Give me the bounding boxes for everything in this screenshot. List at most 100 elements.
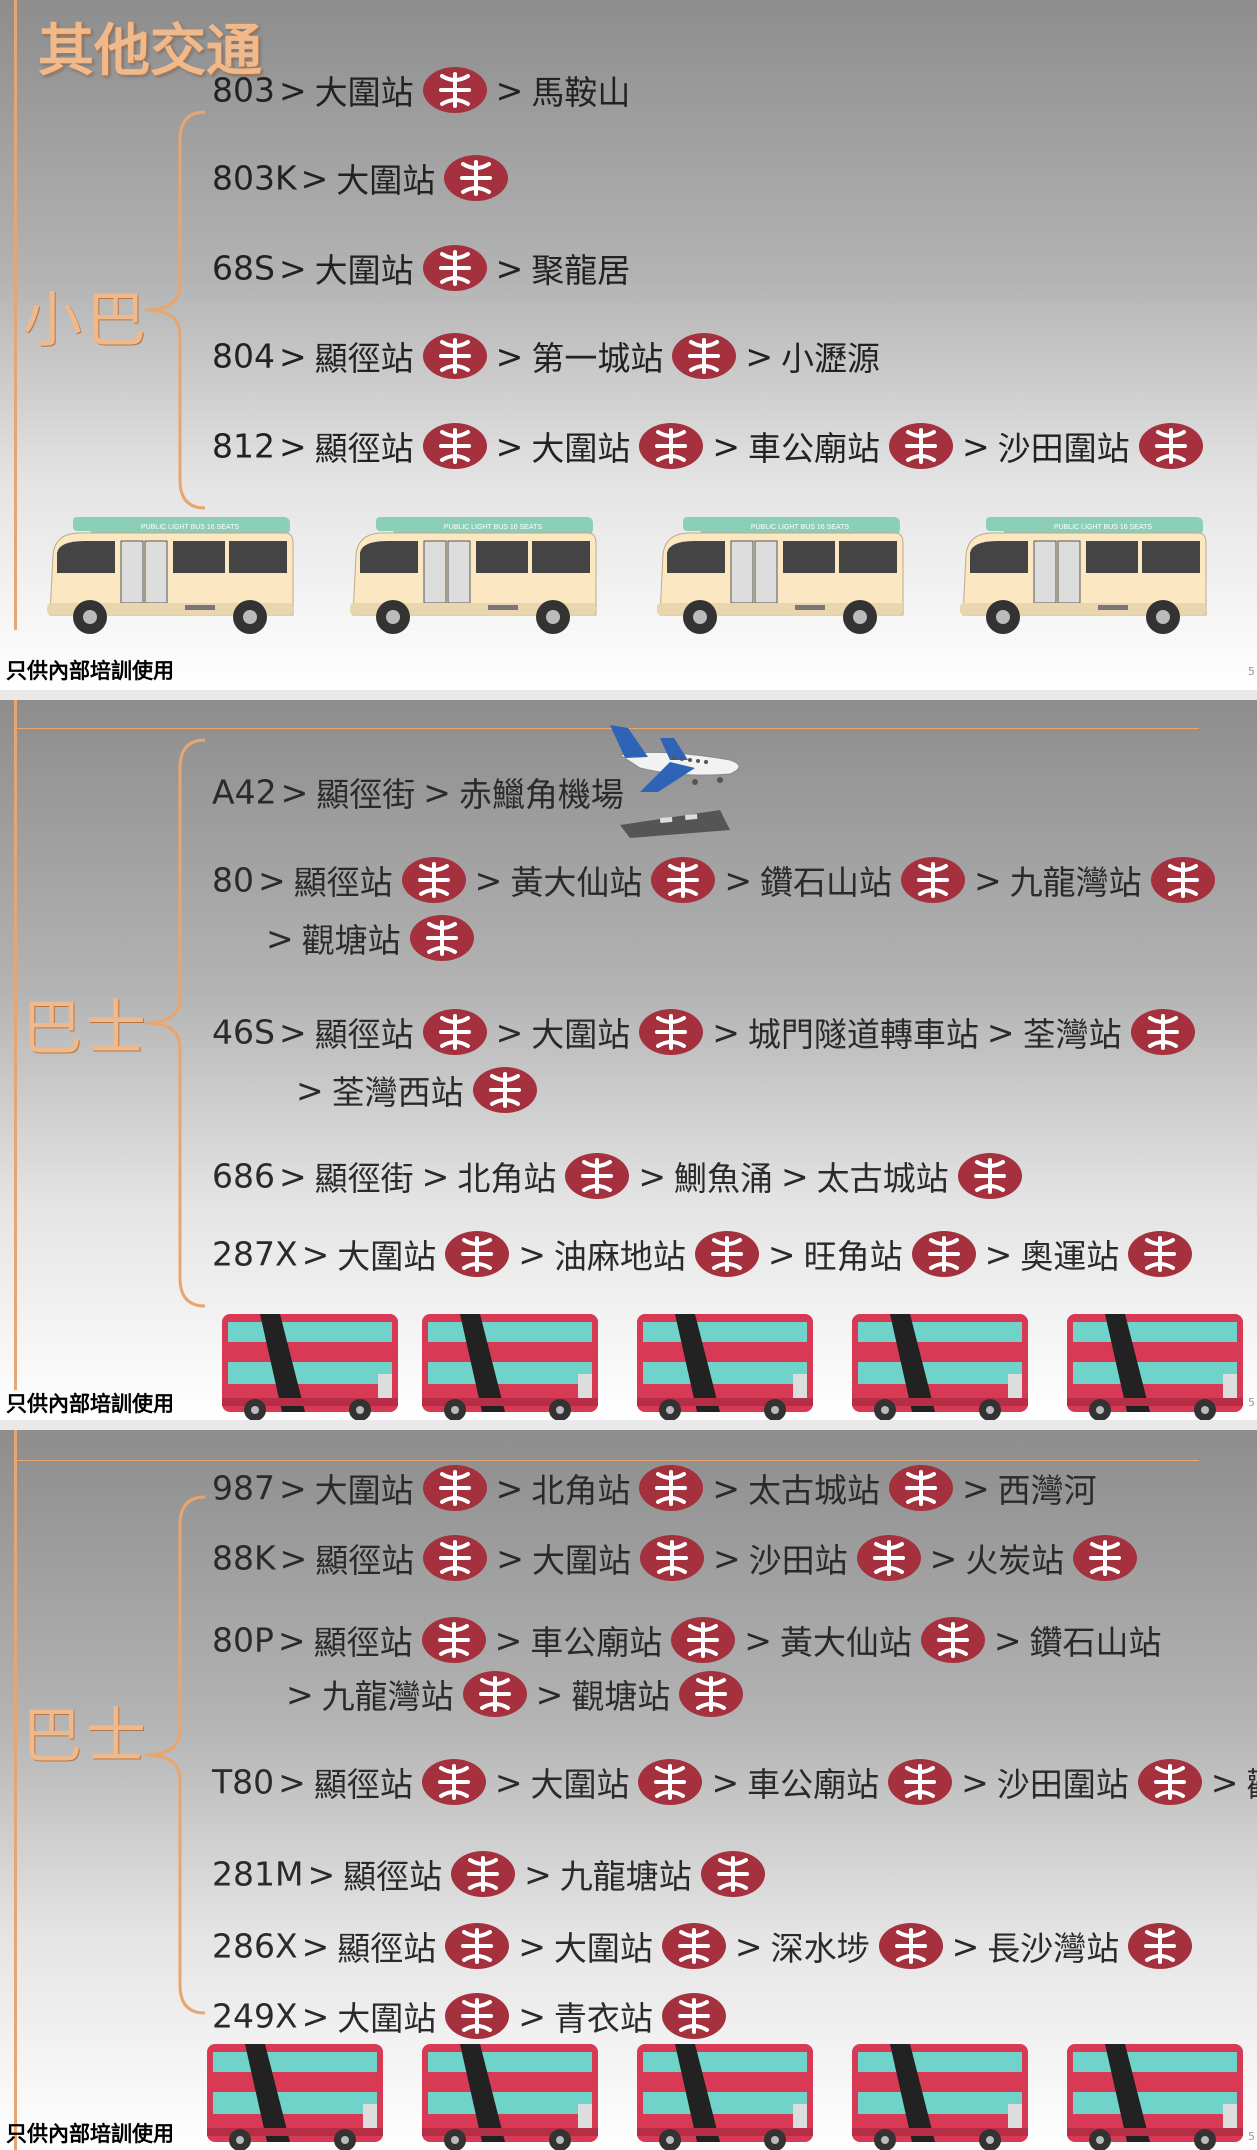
route-arrow: > bbox=[712, 1468, 740, 1508]
mtr-logo-icon bbox=[900, 857, 965, 903]
route-stop: 大圍站 bbox=[531, 429, 631, 468]
route-row: >九龍灣站>觀塘站 bbox=[282, 1670, 748, 1718]
mtr-logo-icon bbox=[422, 67, 487, 113]
route-stop: 顯徑站 bbox=[315, 1541, 415, 1580]
double-decker-bus-icon bbox=[220, 1312, 400, 1420]
route-arrow: > bbox=[494, 1762, 523, 1802]
mtr-logo-icon bbox=[671, 1617, 736, 1663]
double-decker-bus-icon bbox=[420, 1312, 600, 1420]
mtr-logo-icon bbox=[639, 1535, 704, 1581]
mtr-logo-icon bbox=[639, 1009, 704, 1055]
mtr-logo-icon bbox=[700, 1851, 765, 1897]
route-stop: 觀塘 bbox=[1246, 1765, 1257, 1804]
route-stop: 顯徑街 bbox=[314, 1159, 414, 1198]
route-arrow: > bbox=[734, 1926, 763, 1966]
route-stop: 荃灣站 bbox=[1022, 1015, 1122, 1054]
route-stop: 大圍站 bbox=[314, 73, 414, 112]
mtr-logo-icon bbox=[920, 1617, 985, 1663]
slide-top-rule bbox=[14, 1460, 1199, 1461]
mtr-logo-icon bbox=[638, 1759, 703, 1805]
route-arrow: > bbox=[712, 426, 740, 466]
route-number: 281M bbox=[212, 1854, 304, 1894]
route-row: 68S>大圍站>聚龍居 bbox=[212, 244, 634, 292]
route-arrow: > bbox=[258, 860, 286, 900]
route-arrow: > bbox=[278, 1762, 306, 1802]
footer-note: 只供內部培訓使用 bbox=[6, 2122, 174, 2146]
mtr-logo-icon bbox=[1128, 1231, 1193, 1277]
route-arrow: > bbox=[951, 1926, 980, 1966]
route-arrow: > bbox=[301, 1926, 330, 1966]
route-arrow: > bbox=[279, 426, 307, 466]
route-row: 803>大圍站>馬鞍山 bbox=[212, 66, 634, 114]
route-stop: 北角站 bbox=[531, 1471, 631, 1510]
route-stop: 顯徑站 bbox=[343, 1857, 443, 1896]
route-stop: 大圍站 bbox=[531, 1541, 631, 1580]
mtr-logo-icon bbox=[421, 1617, 486, 1663]
route-stop: 青衣站 bbox=[553, 1999, 653, 2038]
route-arrow: > bbox=[495, 1012, 524, 1052]
route-arrow: > bbox=[495, 248, 524, 288]
route-number: 812 bbox=[212, 426, 275, 466]
route-arrow: > bbox=[495, 336, 524, 376]
mtr-logo-icon bbox=[888, 1759, 953, 1805]
airplane-icon bbox=[610, 725, 740, 838]
route-arrow: > bbox=[993, 1620, 1022, 1660]
mtr-logo-icon bbox=[422, 245, 487, 291]
mtr-logo-icon bbox=[422, 1009, 487, 1055]
slide-left-rule bbox=[14, 700, 17, 1390]
route-arrow: > bbox=[474, 860, 503, 900]
mtr-logo-icon bbox=[472, 1067, 537, 1113]
route-arrow: > bbox=[495, 70, 524, 110]
minibus-icon: PUBLIC LIGHT BUS 16 SEATS bbox=[45, 515, 295, 649]
route-stop: 鑽石山站 bbox=[759, 863, 892, 902]
route-arrow: > bbox=[535, 1674, 564, 1714]
route-arrow: > bbox=[961, 1468, 990, 1508]
route-arrow: > bbox=[278, 1012, 307, 1052]
route-arrow: > bbox=[518, 1234, 546, 1274]
route-arrow: > bbox=[279, 1468, 307, 1508]
route-stop: 九龍灣站 bbox=[1009, 863, 1142, 902]
mtr-logo-icon bbox=[888, 423, 953, 469]
route-stop: 鑽石山站 bbox=[1029, 1623, 1162, 1662]
route-stop: 九龍灣站 bbox=[321, 1677, 454, 1716]
route-arrow: > bbox=[266, 918, 294, 958]
route-row: 804>顯徑站>第一城站>小瀝源 bbox=[212, 332, 884, 380]
route-arrow: > bbox=[423, 772, 451, 812]
mtr-logo-icon bbox=[1150, 857, 1215, 903]
mtr-logo-icon bbox=[639, 1465, 704, 1511]
route-row: 812>顯徑站>大圍站>車公廟站>沙田圍站 bbox=[212, 422, 1208, 470]
route-number: 68S bbox=[212, 248, 275, 288]
route-row: 803K>大圍站 bbox=[212, 154, 513, 202]
route-stop: 大圍站 bbox=[314, 1471, 414, 1510]
double-decker-bus-icon bbox=[635, 2042, 815, 2150]
route-stop: 第一城站 bbox=[531, 339, 664, 378]
mtr-logo-icon bbox=[694, 1231, 759, 1277]
route-stop: 顯徑站 bbox=[314, 429, 414, 468]
category-brace bbox=[144, 1495, 206, 2015]
route-row: 987>大圍站>北角站>太古城站>西灣河 bbox=[212, 1464, 1101, 1512]
route-arrow: > bbox=[277, 1620, 306, 1660]
route-arrow: > bbox=[638, 1156, 666, 1196]
route-stop: 車公廟站 bbox=[747, 1765, 880, 1804]
route-stop: 觀塘站 bbox=[301, 921, 401, 960]
route-arrow: > bbox=[495, 426, 524, 466]
mtr-logo-icon bbox=[423, 1535, 488, 1581]
slide-title: 其他交通 bbox=[38, 19, 262, 84]
route-arrow: > bbox=[1210, 1762, 1239, 1802]
minibus-roof-label: PUBLIC LIGHT BUS 16 SEATS bbox=[751, 524, 849, 531]
slide-top-rule bbox=[14, 728, 1199, 729]
route-row: 80P>顯徑站>車公廟站>黃大仙站>鑽石山站 bbox=[212, 1616, 1166, 1664]
mtr-logo-icon bbox=[409, 915, 474, 961]
slide-left-rule bbox=[14, 1430, 17, 2150]
mtr-logo-icon bbox=[911, 1231, 976, 1277]
route-number: 803 bbox=[212, 70, 275, 110]
mtr-logo-icon bbox=[422, 333, 487, 379]
route-number: 286X bbox=[212, 1926, 298, 1966]
route-number: 88K bbox=[212, 1538, 276, 1578]
mtr-logo-icon bbox=[451, 1851, 516, 1897]
double-decker-bus-icon bbox=[205, 2042, 385, 2150]
route-stop: 沙田站 bbox=[748, 1541, 848, 1580]
double-decker-bus-icon bbox=[1065, 1312, 1245, 1420]
route-arrow: > bbox=[518, 1996, 546, 2036]
